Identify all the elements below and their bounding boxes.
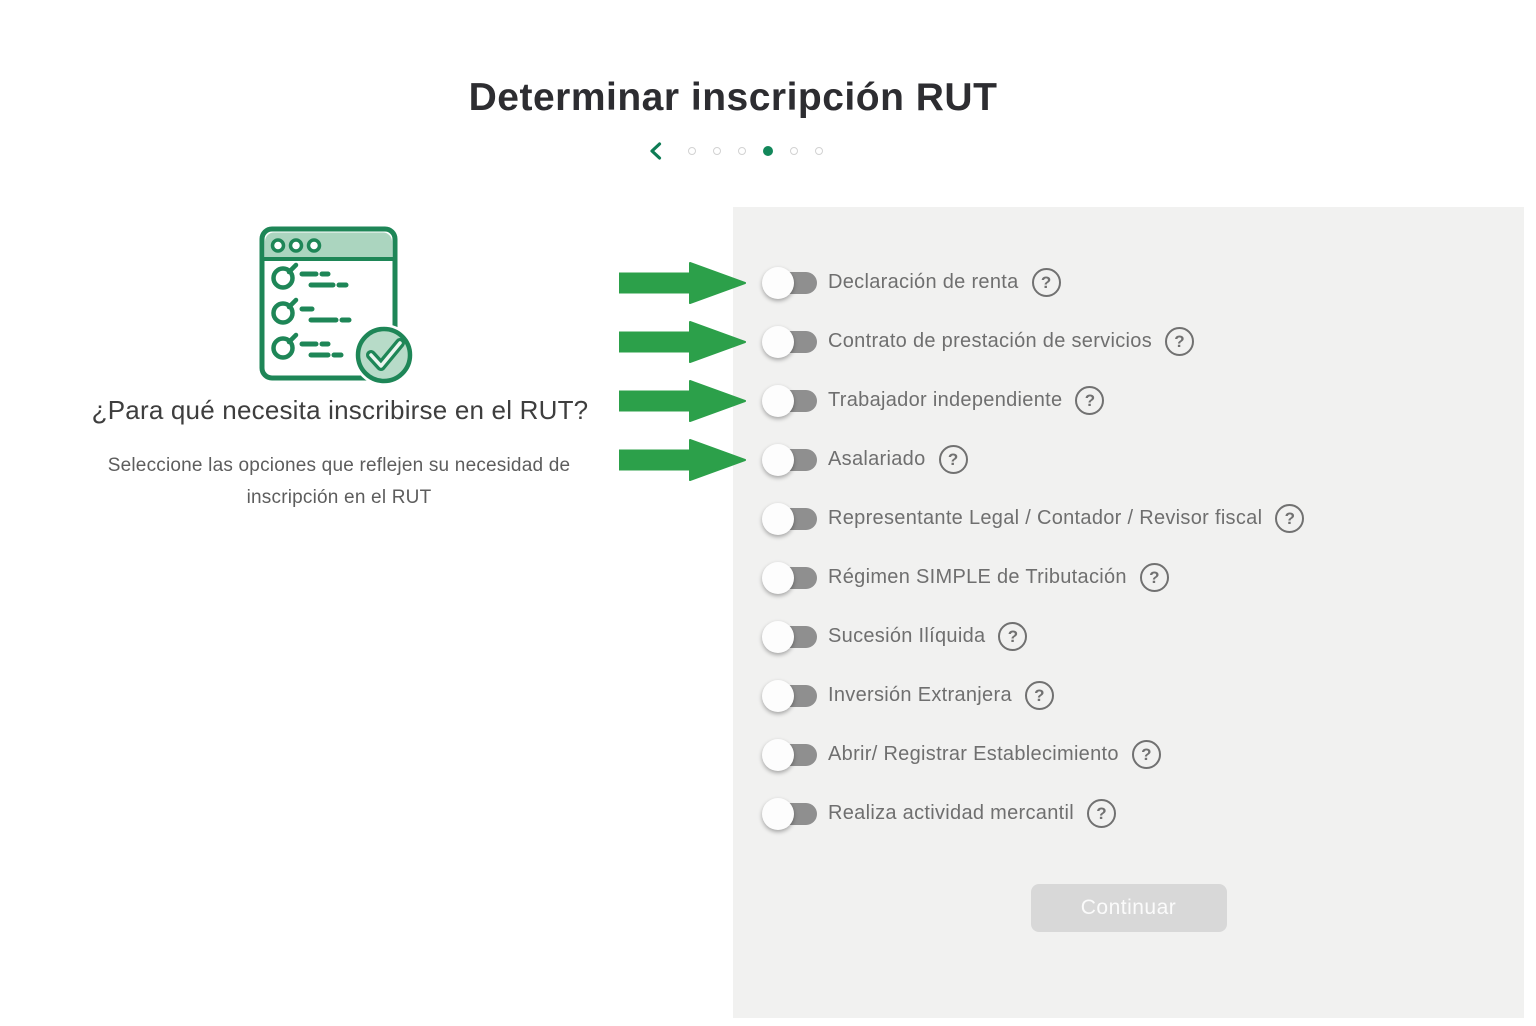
option-toggle-switch[interactable] bbox=[762, 797, 817, 830]
help-question-icon[interactable]: ? bbox=[998, 622, 1028, 651]
toggle-thumb bbox=[762, 679, 794, 712]
toggle-thumb bbox=[762, 561, 794, 594]
help-question-icon[interactable]: ? bbox=[1075, 386, 1105, 415]
stepper-dot-6[interactable] bbox=[815, 147, 823, 155]
option-label: Asalariado bbox=[828, 448, 926, 470]
stepper-dot-1[interactable] bbox=[688, 147, 696, 155]
stepper-back-chevron-icon[interactable] bbox=[649, 142, 662, 160]
toggle-thumb bbox=[762, 502, 794, 535]
option-toggle-switch[interactable] bbox=[762, 738, 817, 771]
option-row: Trabajador independiente ? bbox=[733, 371, 1524, 430]
option-row: Representante Legal / Contador / Revisor… bbox=[733, 489, 1524, 548]
option-row: Realiza actividad mercantil ? bbox=[733, 784, 1524, 843]
stepper bbox=[0, 139, 1472, 163]
option-label: Realiza actividad mercantil bbox=[828, 802, 1074, 824]
intro-subtitle-line1: Seleccione las opciones que reflejen su … bbox=[107, 455, 571, 476]
option-label: Abrir/ Registrar Establecimiento bbox=[828, 743, 1119, 765]
option-toggle-switch[interactable] bbox=[762, 561, 817, 594]
option-row: Contrato de prestación de servicios ? bbox=[733, 312, 1524, 371]
stepper-dot-3[interactable] bbox=[738, 147, 746, 155]
continue-button[interactable]: Continuar bbox=[1030, 884, 1227, 932]
option-row: Abrir/ Registrar Establecimiento ? bbox=[733, 725, 1524, 784]
option-row: Declaración de renta ? bbox=[733, 253, 1524, 312]
toggle-thumb bbox=[762, 384, 794, 417]
option-toggle-switch[interactable] bbox=[762, 266, 817, 299]
option-label: Sucesión Ilíquida bbox=[828, 625, 986, 647]
help-question-icon[interactable]: ? bbox=[1139, 563, 1169, 592]
green-arrow-annotation bbox=[619, 438, 746, 481]
toggle-thumb bbox=[762, 620, 794, 653]
help-question-icon[interactable]: ? bbox=[1131, 740, 1161, 769]
option-label: Declaración de renta bbox=[828, 271, 1019, 293]
green-arrow-annotation bbox=[619, 379, 746, 422]
toggle-thumb bbox=[762, 266, 794, 299]
option-toggle-switch[interactable] bbox=[762, 325, 817, 358]
help-question-icon[interactable]: ? bbox=[1275, 504, 1305, 533]
help-question-icon[interactable]: ? bbox=[1024, 681, 1054, 710]
help-question-icon[interactable]: ? bbox=[1031, 268, 1061, 297]
toggle-thumb bbox=[762, 738, 794, 771]
option-label: Contrato de prestación de servicios bbox=[828, 330, 1152, 352]
green-arrow-annotation bbox=[619, 261, 746, 304]
help-question-icon[interactable]: ? bbox=[1086, 799, 1116, 828]
option-row: Inversión Extranjera ? bbox=[733, 666, 1524, 725]
stepper-dot-4[interactable] bbox=[763, 146, 773, 156]
option-label: Representante Legal / Contador / Revisor… bbox=[828, 507, 1263, 529]
option-row: Régimen SIMPLE de Tributación ? bbox=[733, 548, 1524, 607]
option-toggle-switch[interactable] bbox=[762, 620, 817, 653]
stepper-dot-5[interactable] bbox=[790, 147, 798, 155]
checklist-illustration-icon bbox=[259, 226, 415, 386]
option-label: Trabajador independiente bbox=[828, 389, 1063, 411]
stepper-dots bbox=[688, 146, 823, 156]
options-list: Declaración de renta ? Contrato de prest… bbox=[733, 207, 1524, 843]
page-title: Determinar inscripción RUT bbox=[468, 76, 998, 120]
option-toggle-switch[interactable] bbox=[762, 502, 817, 535]
green-arrow-annotation bbox=[619, 320, 746, 363]
option-toggle-switch[interactable] bbox=[762, 443, 817, 476]
intro-subtitle-line2: inscripción en el RUT bbox=[246, 487, 432, 508]
intro-subtitle: Seleccione las opciones que reflejen su … bbox=[58, 450, 620, 514]
help-question-icon[interactable]: ? bbox=[1165, 327, 1194, 356]
option-label: Inversión Extranjera bbox=[828, 684, 1012, 706]
option-toggle-switch[interactable] bbox=[762, 679, 817, 712]
toggle-thumb bbox=[762, 325, 794, 358]
stepper-dot-2[interactable] bbox=[713, 147, 721, 155]
toggle-thumb bbox=[762, 443, 794, 476]
options-panel: Declaración de renta ? Contrato de prest… bbox=[733, 207, 1524, 1018]
help-question-icon[interactable]: ? bbox=[938, 445, 968, 474]
option-row: Asalariado ? bbox=[733, 430, 1524, 489]
option-toggle-switch[interactable] bbox=[762, 384, 817, 417]
option-label: Régimen SIMPLE de Tributación bbox=[828, 566, 1127, 588]
toggle-thumb bbox=[762, 797, 794, 830]
intro-heading: ¿Para qué necesita inscribirse en el RUT… bbox=[91, 395, 589, 425]
option-row: Sucesión Ilíquida ? bbox=[733, 607, 1524, 666]
